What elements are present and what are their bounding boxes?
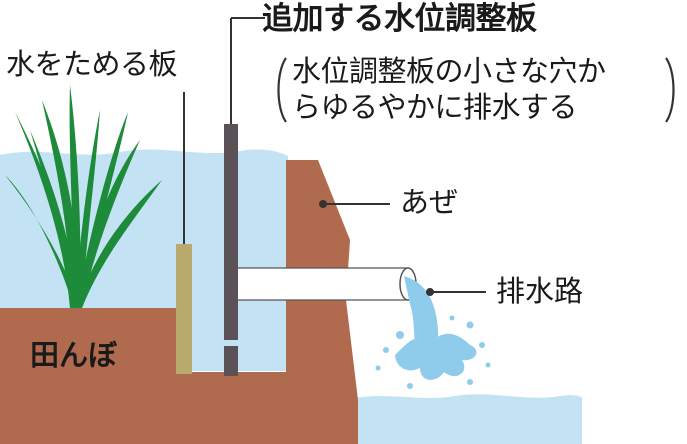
extra-adjust-board: [224, 124, 238, 376]
note-bracket-right: [665, 57, 675, 123]
drain-label: 排水路: [496, 274, 584, 308]
rice-plant: [5, 85, 162, 308]
leader-levee-dot: [319, 200, 327, 208]
adjust-board-title: 追加する水位調整板: [262, 1, 537, 37]
water-holding-board: [176, 244, 192, 374]
note-bracket-left: [277, 57, 287, 123]
adjust-board-note-line1: 水位調整板の小さな穴か: [292, 54, 606, 88]
levee-shape: [286, 160, 350, 300]
splash-drops: [375, 315, 491, 389]
drain-pipe: [235, 267, 409, 301]
adjust-board-note-line2: らゆるやかに排水する: [292, 90, 578, 124]
drain-water: [355, 394, 582, 444]
leader-drain-dot: [426, 288, 434, 296]
paddy-label: 田んぼ: [30, 338, 118, 372]
water-board-label: 水をためる板: [6, 47, 178, 81]
splash: [395, 333, 477, 380]
levee-label: あぜ: [400, 185, 459, 219]
adjust-board-hole: [224, 340, 238, 346]
outflow-stream: [404, 276, 439, 355]
